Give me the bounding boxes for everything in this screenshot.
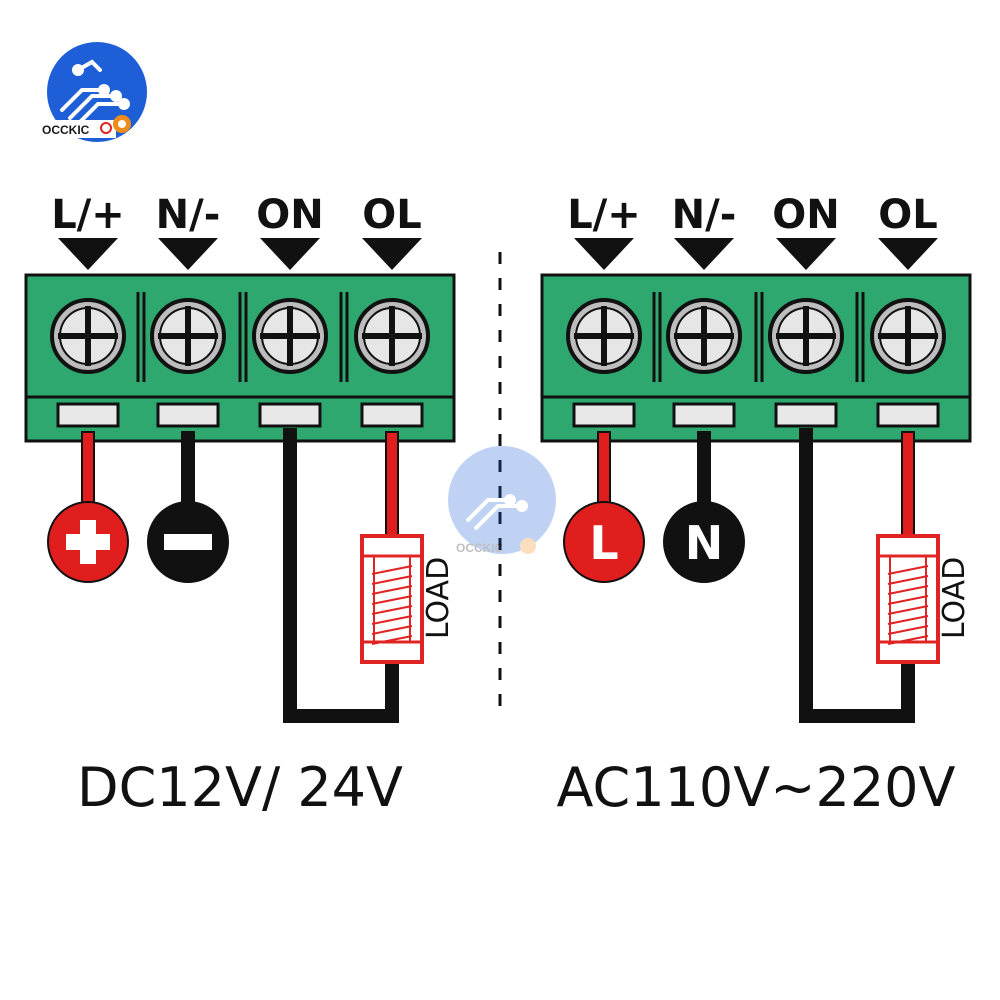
terminal-label: ON xyxy=(772,192,839,238)
brand-logo: OCCKIC xyxy=(40,42,147,142)
arrow-down-icon xyxy=(260,238,320,270)
supply-terminal xyxy=(663,501,745,583)
arrow-down-icon xyxy=(158,238,218,270)
arrow-down-icon xyxy=(878,238,938,270)
load-coil-icon xyxy=(360,534,424,664)
arrow-down-icon xyxy=(574,238,634,270)
wire-slot xyxy=(156,402,220,428)
wire-slot xyxy=(672,402,736,428)
circuit-icon xyxy=(60,59,130,124)
terminal-label: N/- xyxy=(156,192,221,238)
arrow-down-icon xyxy=(362,238,422,270)
load-label: LOAD xyxy=(421,557,456,639)
ac-wiring-diagram: L/+ N/- ON OL L N LOAD AC110V~220V xyxy=(540,192,972,819)
load-supply-wire xyxy=(385,431,399,537)
screw-icon xyxy=(566,298,642,374)
arrow-down-icon xyxy=(776,238,836,270)
load-supply-wire xyxy=(901,431,915,537)
arrow-down-icon xyxy=(58,238,118,270)
terminal-label: L/+ xyxy=(567,192,641,238)
load-coil-icon xyxy=(876,534,940,664)
supply-wire xyxy=(697,431,711,505)
load-return-wire xyxy=(799,428,915,723)
screw-icon xyxy=(666,298,742,374)
watermark-logo: OCCKIC xyxy=(448,446,556,555)
terminal-label: OL xyxy=(362,192,422,238)
screw-icon xyxy=(50,298,126,374)
supply-wire xyxy=(181,431,195,505)
logo-brand-name: OCCKIC xyxy=(42,123,90,137)
wire-slot xyxy=(572,402,636,428)
terminal-label: ON xyxy=(256,192,323,238)
wire-slot xyxy=(360,402,424,428)
plus-icon xyxy=(80,520,96,564)
wire-slot xyxy=(258,402,322,428)
wire-slot xyxy=(56,402,120,428)
load-label: LOAD xyxy=(937,557,972,639)
supply-wire xyxy=(597,431,611,505)
load-return-wire xyxy=(283,428,399,723)
terminal-label: OL xyxy=(878,192,938,238)
voltage-caption: AC110V~220V xyxy=(557,756,956,819)
watermark-brand-name: OCCKIC xyxy=(456,541,504,555)
screw-icon xyxy=(768,298,844,374)
wire-slot xyxy=(774,402,838,428)
supply-wire xyxy=(81,431,95,505)
screw-icon xyxy=(354,298,430,374)
dc-wiring-diagram: L/+ N/- ON OL LOAD DC12V/ 24V xyxy=(24,192,456,819)
screw-icon xyxy=(252,298,328,374)
supply-symbol: L xyxy=(589,516,618,570)
minus-icon xyxy=(164,534,212,550)
voltage-caption: DC12V/ 24V xyxy=(77,756,403,819)
terminal-label: L/+ xyxy=(51,192,125,238)
wire-slot xyxy=(876,402,940,428)
arrow-down-icon xyxy=(674,238,734,270)
screw-icon xyxy=(870,298,946,374)
supply-symbol: N xyxy=(685,516,724,570)
terminal-label: N/- xyxy=(672,192,737,238)
screw-icon xyxy=(150,298,226,374)
supply-terminal xyxy=(563,501,645,583)
gear-icon xyxy=(100,115,131,134)
